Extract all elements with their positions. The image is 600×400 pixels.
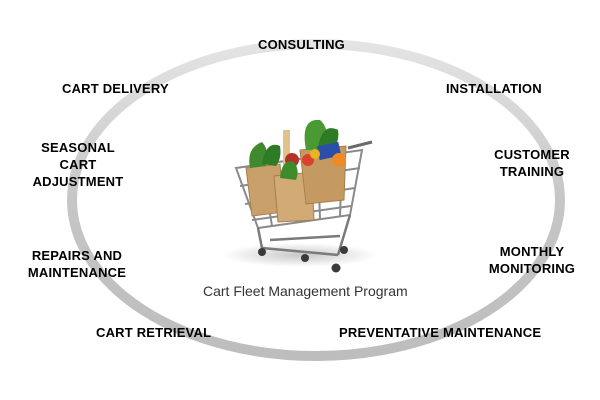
- monthly-line-2: MONITORING: [488, 261, 576, 276]
- produce: [249, 119, 346, 180]
- cart-shadow: [222, 243, 378, 267]
- service-cart-retrieval: CART RETRIEVAL: [96, 325, 212, 340]
- service-preventative-maintenance: PREVENTATIVE MAINTENANCE: [339, 325, 542, 340]
- customer-line-1: CUSTOMER: [494, 147, 570, 162]
- monthly-line-1: MONTHLY: [499, 244, 565, 259]
- cart-handle: [347, 140, 373, 150]
- repairs-line-2: MAINTENANCE: [27, 265, 127, 280]
- program-caption: Cart Fleet Management Program: [203, 283, 408, 299]
- cart-wheels: [258, 246, 348, 273]
- customer-line-2: TRAINING: [499, 164, 565, 179]
- seasonal-line-2: CART: [59, 157, 97, 172]
- service-installation: INSTALLATION: [446, 81, 542, 96]
- service-repairs-and-maintenance: REPAIRS AND MAINTENANCE: [22, 247, 132, 281]
- ring-outer: [67, 39, 565, 361]
- cart-frame: [256, 214, 352, 257]
- service-cart-delivery: CART DELIVERY: [62, 81, 169, 96]
- service-seasonal-cart-adjustment: SEASONAL CART ADJUSTMENT: [30, 139, 126, 190]
- repairs-line-1: REPAIRS AND: [31, 248, 123, 263]
- service-consulting: CONSULTING: [258, 37, 345, 52]
- seasonal-line-3: ADJUSTMENT: [32, 174, 124, 189]
- seasonal-line-1: SEASONAL: [41, 140, 115, 155]
- service-customer-training: CUSTOMER TRAINING: [484, 146, 580, 180]
- service-monthly-monitoring: MONTHLY MONITORING: [484, 243, 580, 277]
